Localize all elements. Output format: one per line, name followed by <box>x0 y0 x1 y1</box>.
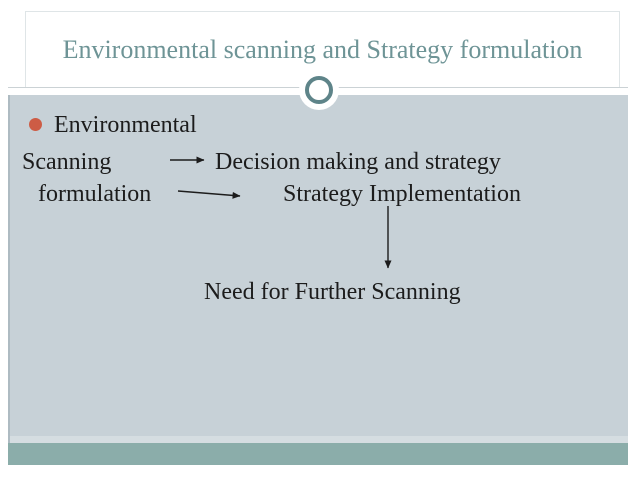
text-strategy-implementation: Strategy Implementation <box>283 181 521 207</box>
text-need-further-scanning: Need for Further Scanning <box>204 279 461 305</box>
text-scanning: Scanning <box>22 149 112 175</box>
text-formulation: formulation <box>38 181 152 207</box>
bullet-icon <box>29 118 42 131</box>
text-decision-making: Decision making and strategy <box>215 149 501 175</box>
text-environmental: Environmental <box>54 112 197 138</box>
slide-title: Environmental scanning and Strategy form… <box>62 35 583 64</box>
bottom-accent-bar <box>8 443 628 465</box>
circle-ring-icon <box>305 76 333 104</box>
slide-body-panel <box>8 95 628 443</box>
circle-ornament-icon <box>299 70 339 110</box>
